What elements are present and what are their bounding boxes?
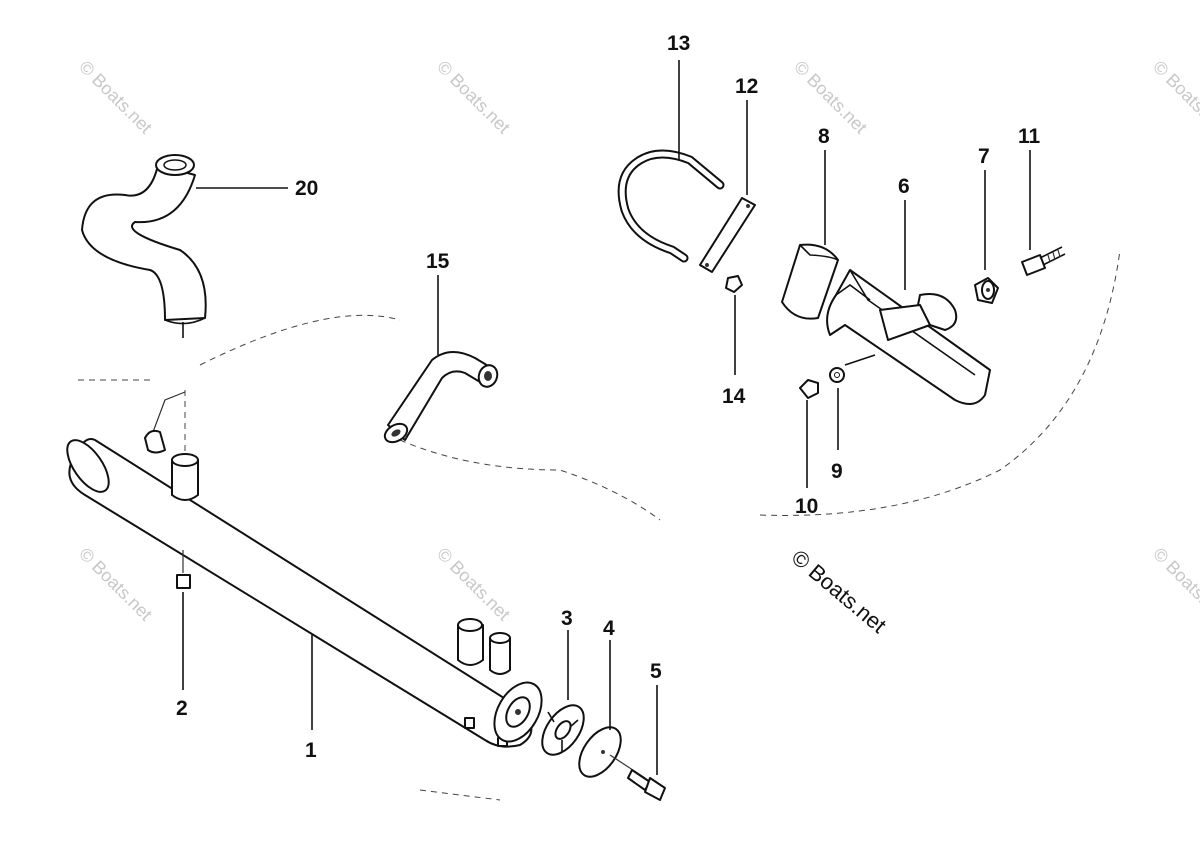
part-7-spacer xyxy=(974,170,999,304)
callout-15: 15 xyxy=(426,250,450,273)
callout-13: 13 xyxy=(667,32,690,55)
watermark: © Boats.net xyxy=(433,544,514,625)
callout-1: 1 xyxy=(305,739,317,762)
callout-5: 5 xyxy=(650,660,662,683)
part-20-hose xyxy=(81,154,288,338)
copyright-text: © Boats.net xyxy=(787,545,891,638)
callout-4: 4 xyxy=(603,617,615,640)
part-15-small-hose xyxy=(383,275,499,444)
part-4-plate xyxy=(578,640,622,778)
watermark: © Boats.net xyxy=(75,544,156,625)
part-8-pad xyxy=(781,150,839,320)
callout-20: 20 xyxy=(295,177,318,200)
part-3-gasket xyxy=(541,630,585,756)
callout-6: 6 xyxy=(898,175,910,198)
watermark: © Boats.net xyxy=(790,57,871,138)
watermark: © Boats.net xyxy=(433,57,514,138)
callout-11: 11 xyxy=(1018,125,1041,148)
part-6-bracket xyxy=(826,200,991,405)
background-outlines xyxy=(78,249,1121,801)
part-1-cylinder xyxy=(66,390,543,748)
callout-14: 14 xyxy=(722,385,746,408)
part-9-washer xyxy=(829,367,845,450)
watermark: © Boats.net xyxy=(75,57,156,138)
watermark: © Boats.net xyxy=(1149,57,1200,138)
part-12-strap xyxy=(699,100,756,273)
callout-9: 9 xyxy=(831,460,843,483)
callout-7: 7 xyxy=(978,145,990,168)
callout-12: 12 xyxy=(735,75,758,98)
watermark: © Boats.net xyxy=(1149,544,1200,625)
part-13-u-bolt xyxy=(617,60,725,263)
callout-10: 10 xyxy=(795,495,818,518)
part-5-bolt xyxy=(609,685,666,801)
part-11-screw xyxy=(1021,150,1066,276)
callout-3: 3 xyxy=(561,607,573,630)
part-14-nut xyxy=(725,275,743,375)
part-10-nut xyxy=(799,379,819,488)
callout-2: 2 xyxy=(176,697,188,720)
callout-8: 8 xyxy=(818,125,830,148)
